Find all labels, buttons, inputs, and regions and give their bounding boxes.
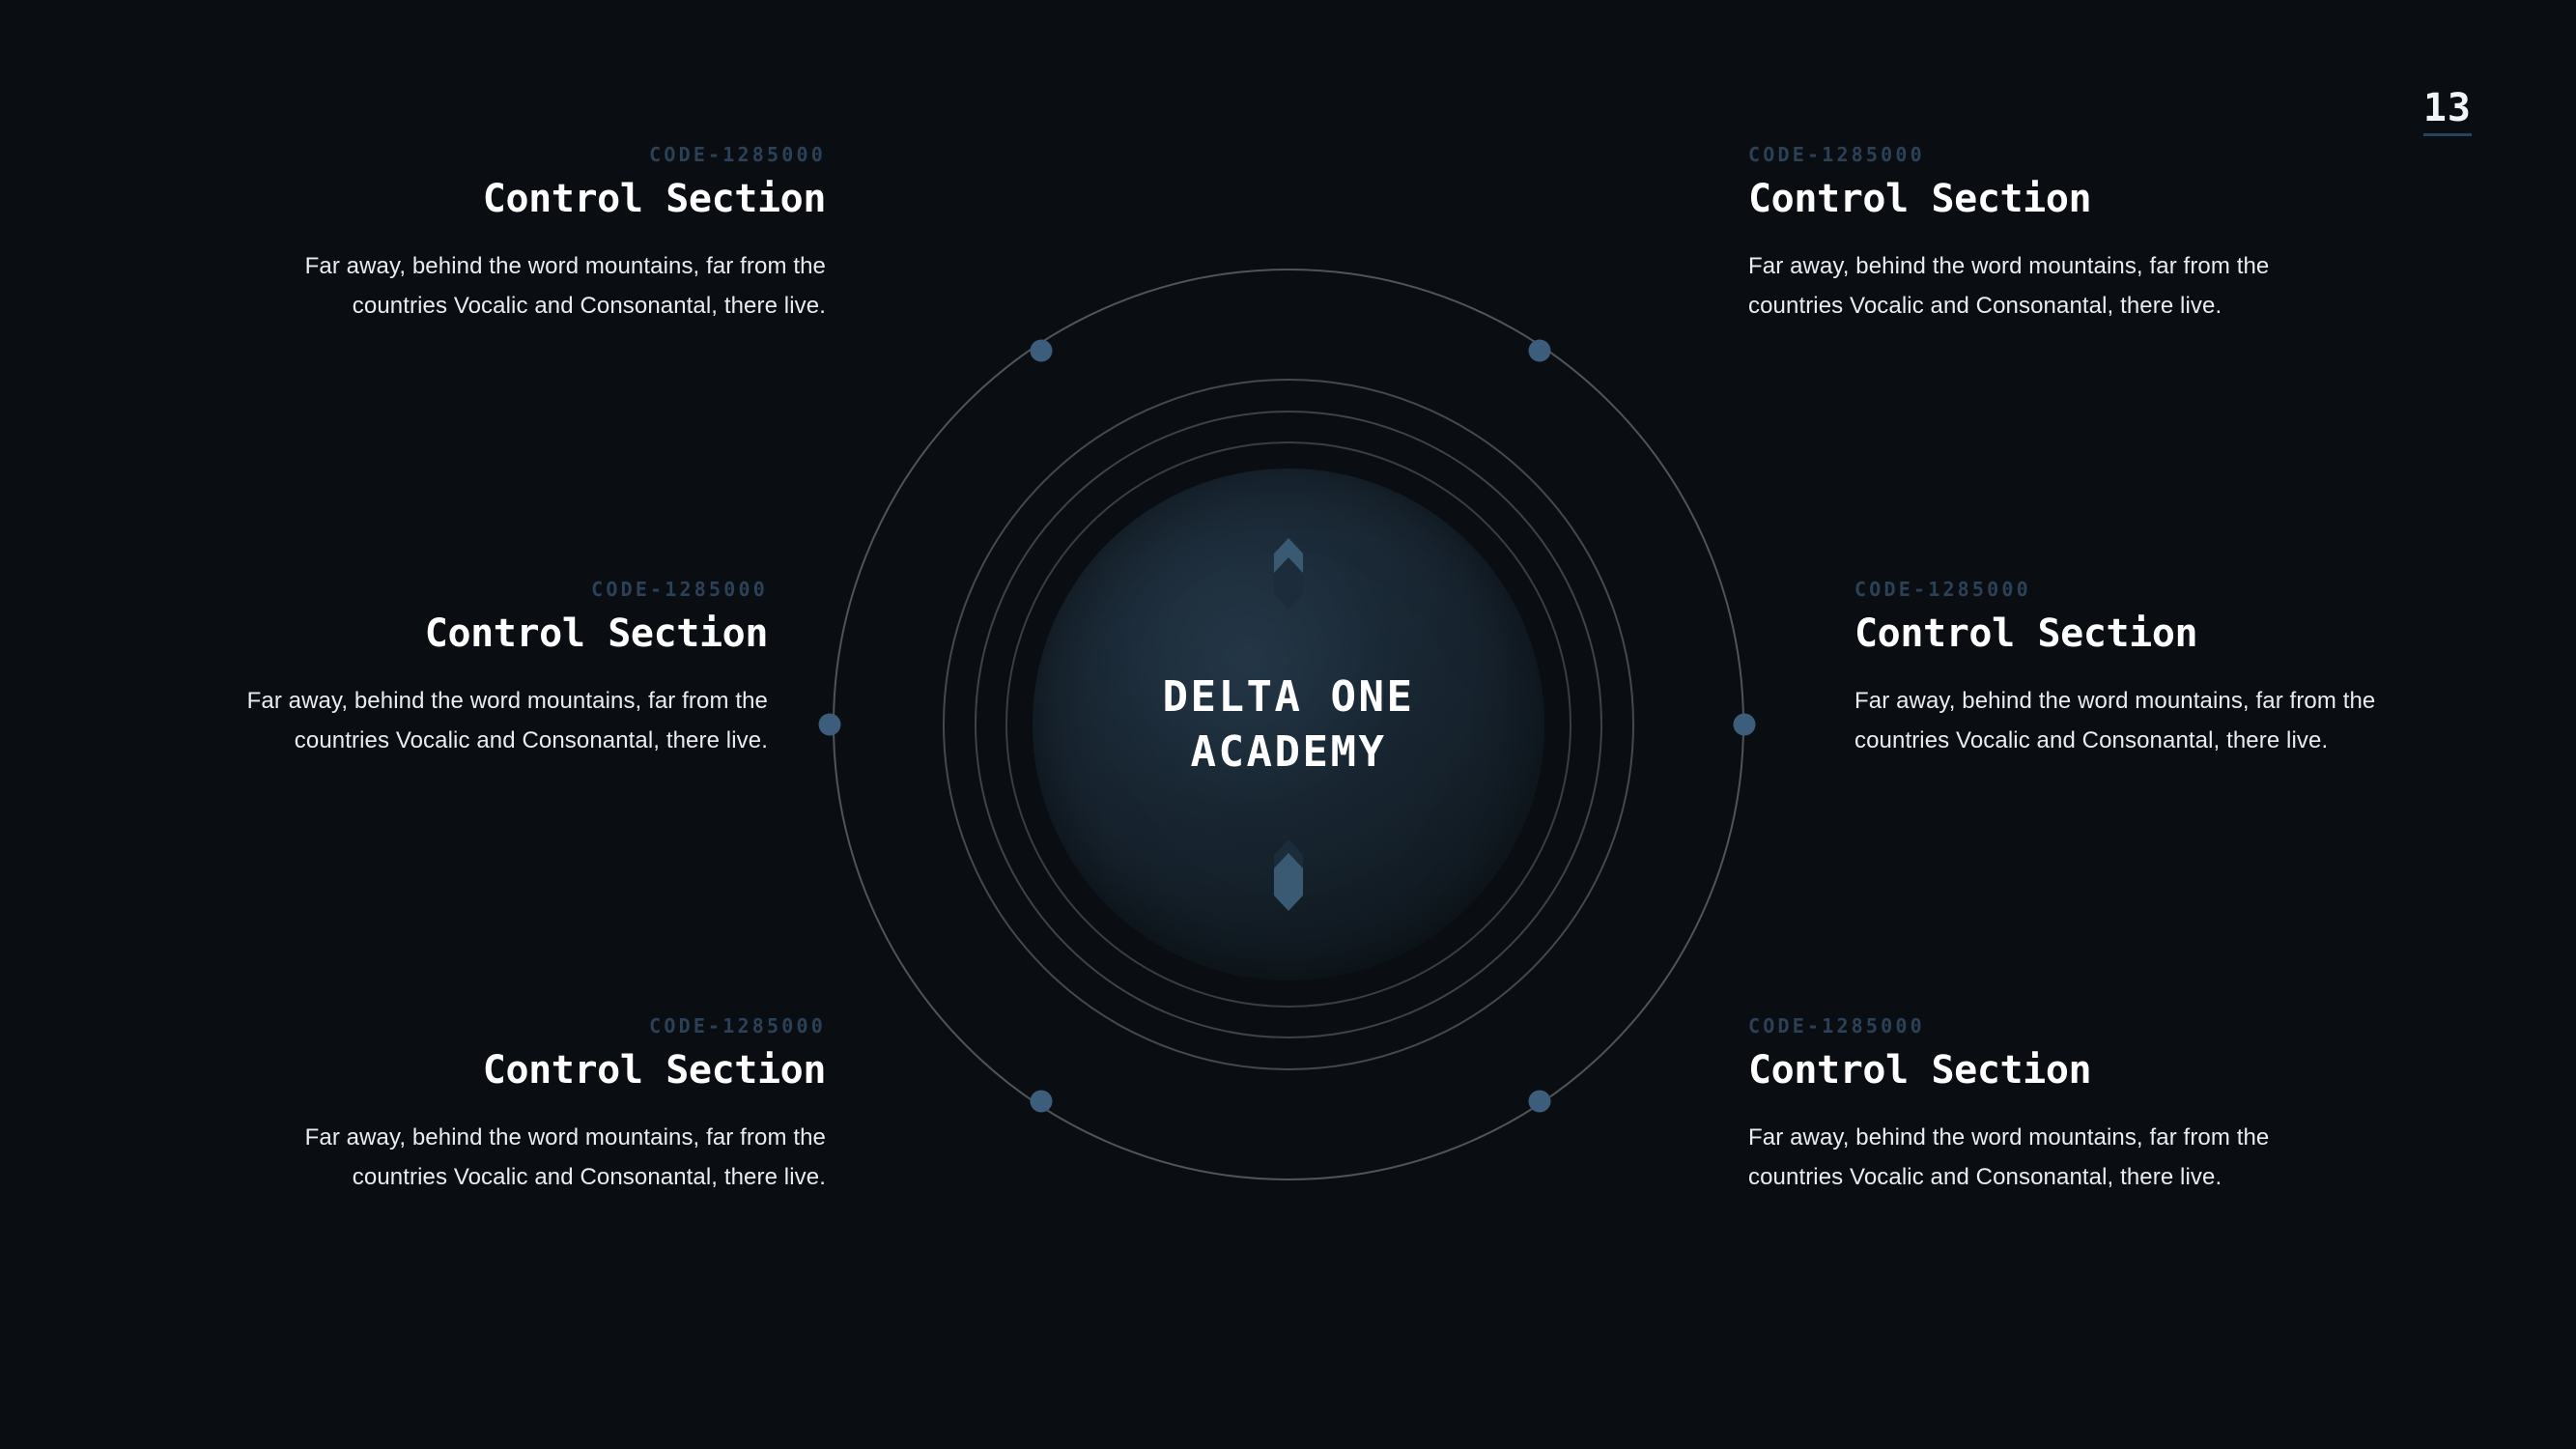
- center-core-disc: DELTA ONE ACADEMY: [1033, 469, 1544, 980]
- orbit-node-top-left[interactable]: [1030, 339, 1053, 362]
- feature-body: Far away, behind the word mountains, far…: [1748, 1123, 2270, 1191]
- center-title-line-1: DELTA ONE: [1162, 671, 1415, 722]
- feature-block-middle-left: CODE-1285000 Control Section Far away, b…: [208, 578, 769, 760]
- feature-code: CODE-1285000: [649, 1014, 826, 1037]
- feature-body: Far away, behind the word mountains, far…: [304, 1123, 826, 1191]
- feature-headline: Control Section: [1854, 611, 2198, 656]
- feature-code: CODE-1285000: [1854, 578, 2031, 601]
- page-number: 13: [2422, 89, 2472, 136]
- feature-body: Far away, behind the word mountains, far…: [1748, 252, 2270, 320]
- crystal-bottom-icon: [1272, 838, 1305, 913]
- feature-headline: Control Section: [482, 1048, 827, 1093]
- feature-headline: Control Section: [424, 611, 769, 656]
- orbit-node-middle-left[interactable]: [818, 713, 841, 736]
- center-title-line-2: ACADEMY: [1190, 727, 1387, 777]
- feature-code: CODE-1285000: [1748, 143, 1925, 166]
- feature-code: CODE-1285000: [649, 143, 826, 166]
- feature-code: CODE-1285000: [1748, 1014, 1925, 1037]
- orbit-node-bottom-left[interactable]: [1030, 1090, 1053, 1113]
- inner-ring-c: [1005, 441, 1571, 1008]
- feature-block-top-right: CODE-1285000 Control Section Far away, b…: [1748, 145, 2308, 326]
- inner-ring-b: [975, 411, 1602, 1038]
- feature-body: Far away, behind the word mountains, far…: [304, 252, 826, 320]
- feature-headline: Control Section: [482, 177, 827, 221]
- feature-code: CODE-1285000: [591, 578, 768, 601]
- feature-body: Far away, behind the word mountains, far…: [1854, 687, 2376, 754]
- feature-headline: Control Section: [1748, 177, 2092, 221]
- center-title: DELTA ONE ACADEMY: [1163, 669, 1415, 780]
- orbit-node-middle-right[interactable]: [1733, 713, 1756, 736]
- feature-headline: Control Section: [1748, 1048, 2092, 1093]
- feature-block-top-left: CODE-1285000 Control Section Far away, b…: [266, 143, 827, 326]
- orbit-node-top-right[interactable]: [1528, 339, 1551, 362]
- feature-block-bottom-right: CODE-1285000 Control Section Far away, b…: [1748, 1016, 2308, 1197]
- inner-ring-a: [943, 379, 1634, 1070]
- feature-block-bottom-left: CODE-1285000 Control Section Far away, b…: [266, 1014, 827, 1197]
- crystal-top-icon: [1272, 536, 1305, 611]
- feature-block-middle-right: CODE-1285000 Control Section Far away, b…: [1854, 580, 2415, 760]
- feature-body: Far away, behind the word mountains, far…: [246, 687, 768, 754]
- orbit-node-bottom-right[interactable]: [1528, 1090, 1551, 1113]
